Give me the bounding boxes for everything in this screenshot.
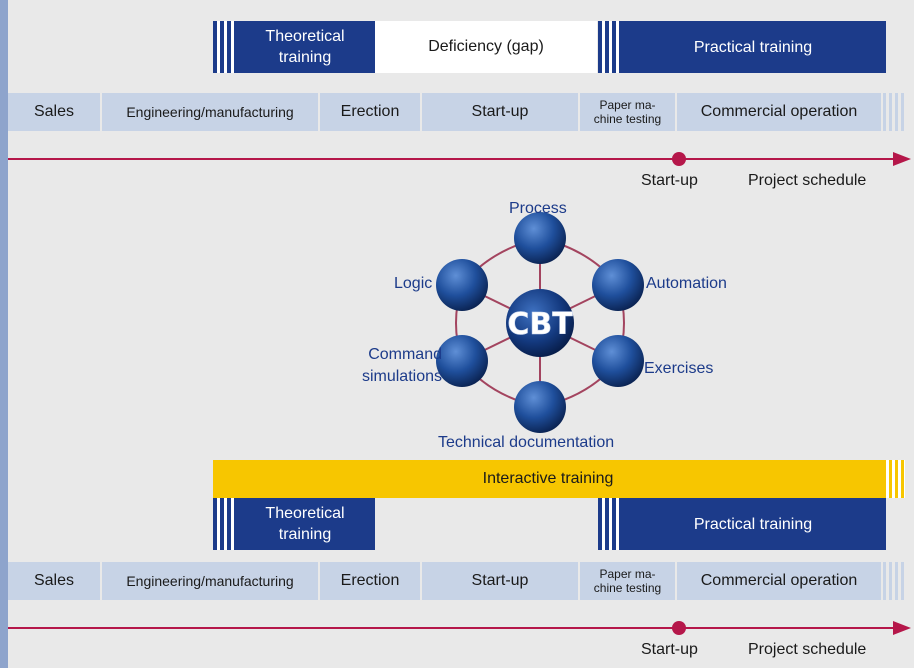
bottom-phase-commercial-operation: Commercial operation	[677, 562, 881, 600]
cbt-node-technical-documentation: Technical documentation	[438, 434, 615, 451]
bottom-phase-paper-testing-line2: chine testing	[593, 581, 662, 595]
timeline-top-startup-marker	[672, 152, 686, 166]
bottom-phase-paper-machine-testing: Paper ma- chine testing	[580, 562, 675, 600]
timeline-top	[8, 152, 911, 166]
phase-paper-testing-line2: chine testing	[593, 112, 662, 126]
phase-paper-testing-line1: Paper ma-	[599, 98, 656, 112]
cbt-node-process: Process	[509, 200, 567, 217]
phase-sales: Sales	[8, 93, 100, 131]
deficiency-gap-label: Deficiency (gap)	[428, 38, 544, 55]
bottom-phase-erection: Erection	[320, 562, 420, 600]
command-simulations-globe-icon	[436, 335, 488, 387]
bottom-phase-engineering-label: Engineering/manufacturing	[126, 573, 294, 589]
bottom-phase-startup: Start-up	[422, 562, 578, 600]
technical-documentation-globe-icon	[514, 381, 566, 433]
bottom-practical-training-stripes	[598, 498, 620, 550]
bottom-phase-engineering: Engineering/manufacturing	[102, 562, 318, 600]
practical-training-label: Practical training	[693, 38, 813, 56]
interactive-training-stripes	[883, 460, 905, 498]
practical-training-box: Practical training	[620, 21, 886, 73]
phase-startup: Start-up	[422, 93, 578, 131]
cbt-node-command-line1: Command	[368, 346, 442, 363]
timeline-bottom-arrowhead	[893, 621, 911, 635]
interactive-training-bar: Interactive training	[213, 460, 883, 498]
practical-training-stripes	[598, 21, 620, 73]
deficiency-gap-box: Deficiency (gap)	[375, 21, 597, 73]
timeline-bottom-startup-label: Start-up	[641, 641, 698, 658]
cbt-node-command-simulations: Command simulations	[342, 344, 442, 388]
cbt-node-automation: Automation	[646, 275, 727, 292]
bottom-phase-erection-label: Erection	[340, 572, 400, 589]
bottom-phase-sales-label: Sales	[33, 572, 75, 589]
bottom-theoretical-training-label: Theoretical training	[265, 505, 345, 543]
bottom-phase-sales: Sales	[8, 562, 100, 600]
phase-erection: Erection	[320, 93, 420, 131]
theoretical-training-stripes	[213, 21, 235, 73]
bottom-phase-startup-label: Start-up	[471, 572, 529, 589]
logic-globe-icon	[436, 259, 488, 311]
cbt-center-globe-icon	[506, 289, 574, 357]
theoretical-training-box: Theoretical training	[235, 21, 375, 73]
bottom-theoretical-training-stripes	[213, 498, 235, 550]
left-accent-strip	[0, 0, 8, 668]
timeline-bottom-axis-label: Project schedule	[748, 641, 867, 658]
automation-globe-icon	[592, 259, 644, 311]
phase-startup-label: Start-up	[471, 103, 529, 120]
timeline-top-axis-label: Project schedule	[748, 172, 867, 189]
timeline-bottom	[8, 621, 911, 635]
phase-engineering-label: Engineering/manufacturing	[126, 104, 294, 120]
cbt-node-command-line2: simulations	[361, 368, 442, 385]
theoretical-training-label: Theoretical training	[265, 28, 345, 66]
bottom-practical-training-box: Practical training	[620, 498, 886, 550]
cbt-diagram: CBT	[436, 212, 644, 433]
phase-commercial-label: Commercial operation	[700, 103, 858, 120]
phase-sales-label: Sales	[33, 103, 75, 120]
phase-paper-machine-testing: Paper ma- chine testing	[580, 93, 675, 131]
cbt-node-exercises: Exercises	[644, 360, 714, 377]
bottom-phase-continuation-stripes	[883, 562, 905, 600]
phase-erection-label: Erection	[340, 103, 400, 120]
process-globe-icon	[514, 212, 566, 264]
cbt-node-logic: Logic	[394, 275, 433, 292]
phase-engineering: Engineering/manufacturing	[102, 93, 318, 131]
exercises-globe-icon	[592, 335, 644, 387]
timeline-top-arrowhead	[893, 152, 911, 166]
cbt-center-label: CBT	[507, 307, 573, 342]
phase-commercial-operation: Commercial operation	[677, 93, 881, 131]
bottom-practical-training-label: Practical training	[693, 515, 813, 533]
bottom-theoretical-training-box: Theoretical training	[235, 498, 375, 550]
interactive-training-label: Interactive training	[482, 470, 614, 487]
phase-continuation-stripes	[883, 93, 905, 131]
timeline-bottom-startup-marker	[672, 621, 686, 635]
bottom-phase-paper-testing-line1: Paper ma-	[599, 567, 656, 581]
bottom-phase-commercial-label: Commercial operation	[700, 572, 858, 589]
timeline-top-startup-label: Start-up	[641, 172, 698, 189]
